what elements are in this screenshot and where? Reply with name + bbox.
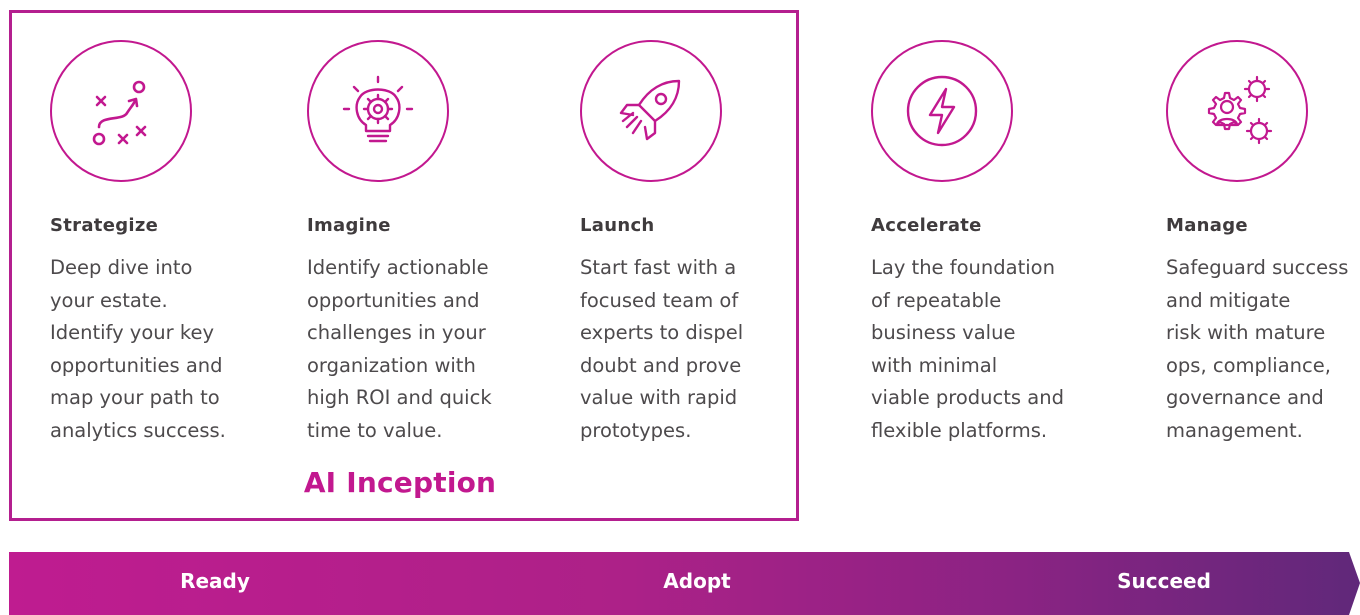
step-title: Strategize xyxy=(50,215,159,236)
step-accelerate: Accelerate Lay the foundation of repeata… xyxy=(871,40,1161,442)
phase-succeed: Succeed xyxy=(1117,569,1211,593)
step-icon-circle xyxy=(50,40,192,182)
step-description: Deep dive into your estate. Identify you… xyxy=(50,256,226,442)
step-launch: Launch Start fast with a focused team of… xyxy=(580,40,870,442)
step-title: Manage xyxy=(1166,215,1248,236)
strategy-play-icon xyxy=(92,80,147,146)
step-imagine: Imagine Identify actionable opportunitie… xyxy=(307,40,597,442)
step-description: Start fast with a focused team of expert… xyxy=(580,256,744,442)
lightning-bolt-icon xyxy=(906,75,978,147)
step-icon-circle xyxy=(1166,40,1308,182)
step-icon-circle xyxy=(307,40,449,182)
step-icon-circle xyxy=(580,40,722,182)
lightbulb-gear-icon xyxy=(342,75,414,143)
user-gears-icon xyxy=(1207,75,1273,145)
ai-inception-frame xyxy=(9,10,799,521)
step-manage: Manage Safeguard success and mitigate ri… xyxy=(1166,40,1360,442)
step-title: Accelerate xyxy=(871,215,982,236)
step-title: Imagine xyxy=(307,215,391,236)
phase-arrow-bar: Ready Adopt Succeed xyxy=(9,552,1360,615)
step-icon-circle xyxy=(871,40,1013,182)
phase-ready: Ready xyxy=(180,569,250,593)
step-description: Lay the foundation of repeatable busines… xyxy=(871,256,1064,442)
step-description: Safeguard success and mitigate risk with… xyxy=(1166,256,1349,442)
step-strategize: Strategize Deep dive into your estate. I… xyxy=(50,40,340,442)
phase-adopt: Adopt xyxy=(663,569,731,593)
step-description: Identify actionable opportunities and ch… xyxy=(307,256,492,442)
rocket-icon xyxy=(619,79,681,141)
step-title: Launch xyxy=(580,215,655,236)
ai-inception-label: AI Inception xyxy=(303,466,497,499)
